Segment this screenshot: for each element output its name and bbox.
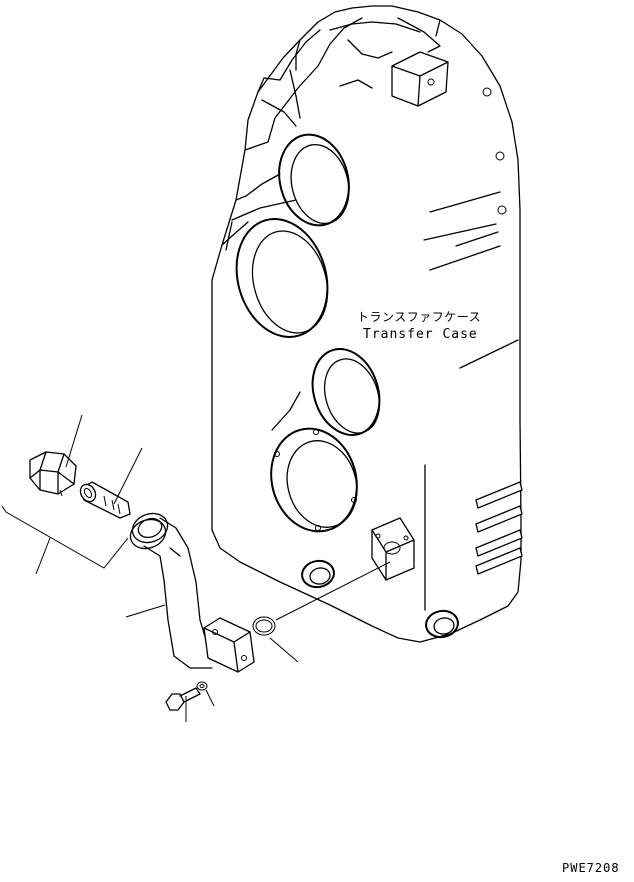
bolt-icon: [165, 687, 201, 722]
bent-pipe-icon: [125, 512, 255, 673]
hex-plug-icon: [29, 414, 83, 497]
part-label-japanese: トランスファフケース: [357, 310, 482, 324]
part-label-english: Transfer Case: [363, 327, 478, 342]
washer-icon: [196, 681, 215, 707]
assembly-leader-lines: [1, 505, 129, 575]
o-ring-icon: [252, 561, 391, 663]
drawing-code: PWE7208: [562, 861, 620, 875]
strainer-icon: [79, 447, 143, 519]
transfer-case-housing-icon: [211, 5, 523, 643]
